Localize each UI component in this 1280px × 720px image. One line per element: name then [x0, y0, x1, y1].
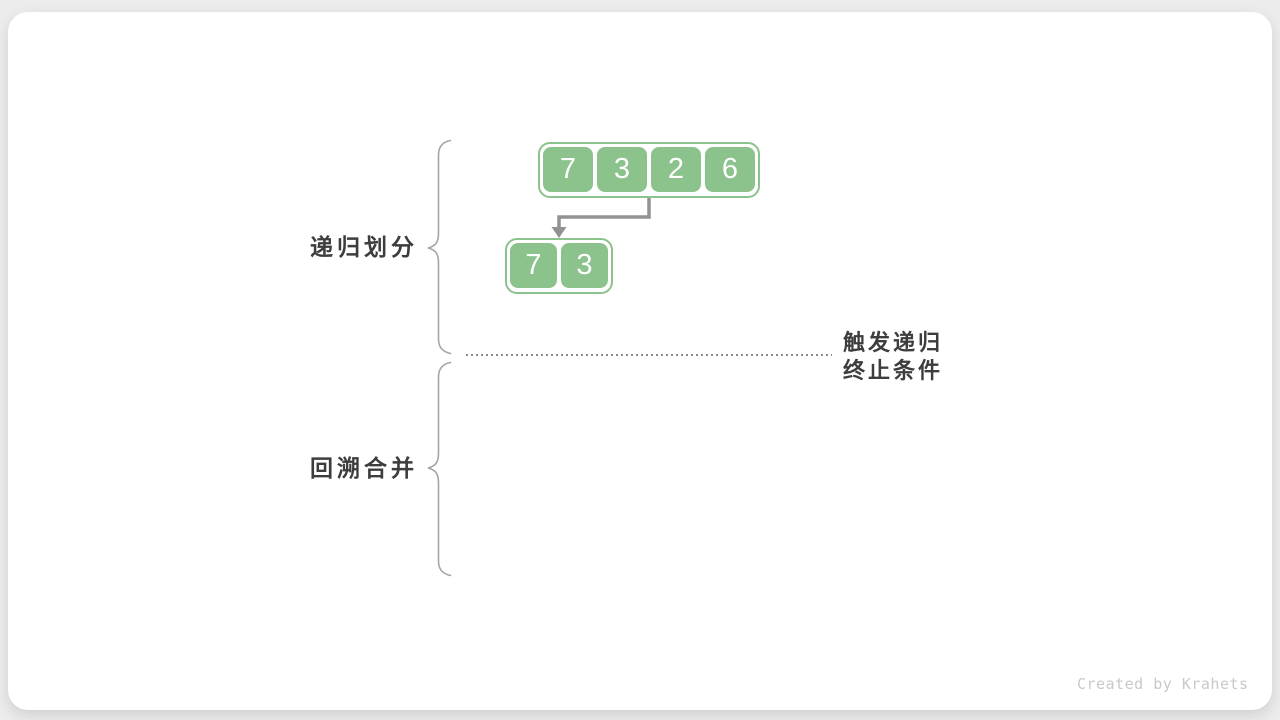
- watermark: Created by Krahets: [1077, 675, 1249, 693]
- array-level-1: 7 3 2 6: [538, 142, 760, 198]
- label-backtrack-merge: 回溯合并: [310, 455, 418, 481]
- array-cell: 7: [510, 243, 557, 288]
- diagram-card: [8, 12, 1272, 710]
- array-cell: 3: [597, 147, 647, 192]
- termination-annotation: 触发递归 终止条件: [843, 329, 943, 385]
- array-cell: 7: [543, 147, 593, 192]
- termination-annotation-line-2: 终止条件: [843, 358, 944, 383]
- termination-annotation-line-1: 触发递归: [843, 330, 944, 355]
- array-level-2: 7 3: [505, 238, 613, 294]
- array-cell: 6: [705, 147, 755, 192]
- array-cell: 3: [561, 243, 608, 288]
- label-recursive-divide: 递归划分: [310, 234, 418, 260]
- array-cell: 2: [651, 147, 701, 192]
